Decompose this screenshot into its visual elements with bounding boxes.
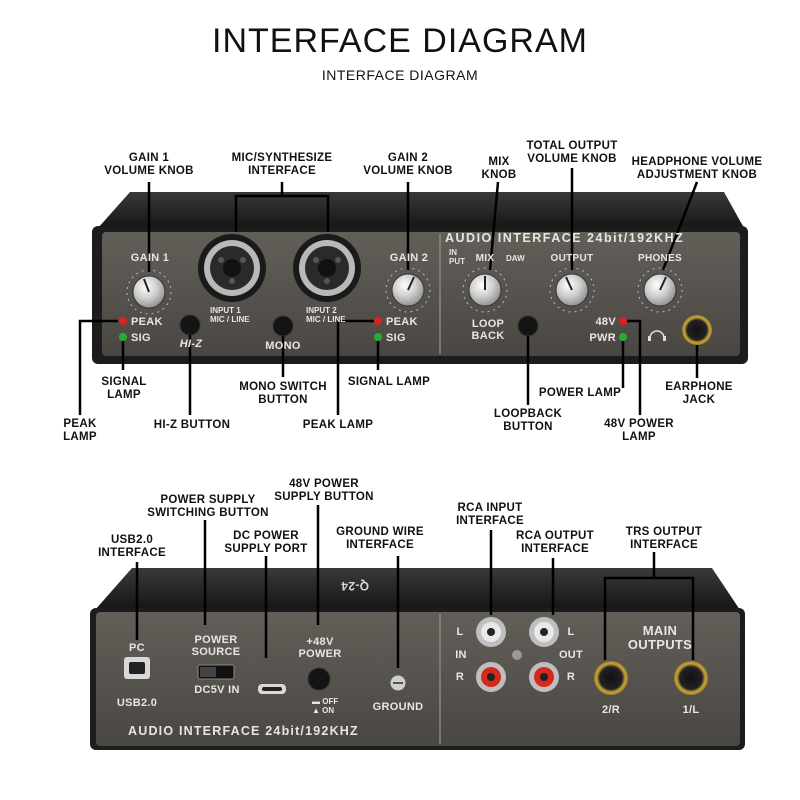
rca-in-label: IN [455, 649, 467, 661]
callout-signal-lamp-2: SIGNAL LAMP [347, 376, 431, 388]
callout-peak-lamp-1: PEAK LAMP [63, 418, 97, 443]
sig-label-1: SIG [131, 332, 151, 344]
page-subtitle: INTERFACE DIAGRAM [321, 67, 479, 83]
callout-mono-switch: MONO SWITCH BUTTON [239, 381, 327, 406]
callout-rca-output: RCA OUTPUT INTERFACE [516, 530, 594, 555]
rca-out-r[interactable] [529, 662, 559, 692]
rca-r-in-label: R [455, 671, 465, 683]
gain1-label: GAIN 1 [130, 252, 170, 264]
callout-gain2-knob: GAIN 2 VOLUME KNOB [363, 152, 453, 177]
back-leader-lines [135, 505, 695, 668]
on-text: ON [322, 706, 335, 715]
callout-hiz-button: HI-Z BUTTON [153, 419, 231, 431]
input1-combo-jack[interactable] [198, 234, 266, 302]
loopback-button[interactable] [517, 315, 539, 337]
power-source-label: POWER SOURCE [191, 634, 241, 658]
callout-usb-interface: USB2.0 INTERFACE [98, 534, 166, 559]
callout-rca-input: RCA INPUT INTERFACE [456, 502, 524, 527]
rca-in-r[interactable] [476, 662, 506, 692]
callout-48v-lamp: 48V POWER LAMP [604, 418, 674, 443]
rca-out-l[interactable] [529, 617, 559, 647]
sig-label-2: SIG [386, 332, 406, 344]
callout-ground-wire: GROUND WIRE INTERFACE [336, 526, 424, 551]
phones-knob[interactable] [637, 267, 683, 313]
v48-label: 48V [595, 316, 616, 328]
callout-loopback-button: LOOPBACK BUTTON [493, 408, 563, 433]
rca-l-in-label: L [456, 626, 464, 638]
pwr-label: PWR [589, 332, 616, 344]
sig-led-2 [374, 333, 382, 341]
pwr-led [619, 333, 627, 341]
input2-label: INPUT 2 MIC / LINE [306, 306, 346, 324]
callout-headphone-volume: HEADPHONE VOLUME ADJUSTMENT KNOB [631, 156, 763, 181]
callout-dc-port: DC POWER SUPPLY PORT [224, 530, 308, 555]
rca-center-screw [512, 650, 522, 660]
input1-label: INPUT 1 MIC / LINE [210, 306, 250, 324]
hiz-label: HI-Z [179, 338, 203, 350]
front-chassis-top [98, 192, 744, 228]
callout-power-switch: POWER SUPPLY SWITCHING BUTTON [147, 494, 269, 519]
hiz-button[interactable] [179, 314, 201, 336]
callout-power-lamp: POWER LAMP [538, 387, 622, 399]
gain2-label: GAIN 2 [389, 252, 429, 264]
peak-led-2 [374, 317, 382, 325]
back-band-label: AUDIO INTERFACE 24bit/192KHZ [128, 724, 359, 738]
mix-right-label: DAW [506, 254, 525, 263]
front-leader-lines [78, 168, 699, 415]
front-unit [92, 192, 748, 364]
callout-gain1-knob: GAIN 1 VOLUME KNOB [104, 152, 194, 177]
front-band-label-wrap: AUDIO INTERFACE 24bit/192KHZ [445, 232, 735, 248]
off-text: OFF [322, 697, 339, 706]
main-outputs-label: MAIN OUTPUTS [627, 623, 693, 652]
trs-out-2r[interactable] [594, 661, 628, 695]
mix-knob[interactable] [462, 267, 508, 313]
loopback-label: LOOP BACK [471, 318, 505, 342]
back-panel [96, 612, 740, 746]
mix-label: MIX [475, 253, 495, 264]
mix-left-label: IN PUT [449, 248, 465, 266]
out-2r-label: 2/R [601, 704, 621, 716]
callout-48v-button: 48V POWER SUPPLY BUTTON [274, 478, 374, 503]
rca-out-label: OUT [558, 649, 584, 661]
callout-trs-output: TRS OUTPUT INTERFACE [625, 526, 703, 551]
mono-label: MONO [265, 340, 301, 352]
rca-r-out-label: R [566, 671, 576, 683]
phones-label: PHONES [637, 253, 683, 264]
output-label: OUTPUT [550, 253, 594, 264]
back-unit [90, 568, 745, 750]
rca-in-l[interactable] [476, 617, 506, 647]
back-top-logo: Q-24 [341, 579, 369, 593]
callout-signal-lamp-1: SIGNAL LAMP [101, 376, 147, 401]
off-label: ▬ OFF [312, 697, 339, 706]
callout-earphone-jack: EARPHONE JACK [665, 381, 733, 406]
callout-total-output: TOTAL OUTPUT VOLUME KNOB [526, 140, 618, 165]
peak-led-1 [119, 317, 127, 325]
callout-peak-lamp-2: PEAK LAMP [302, 419, 374, 431]
v48-power-label: +48V POWER [298, 636, 342, 660]
page-title: INTERFACE DIAGRAM [212, 22, 588, 60]
v48-led [619, 317, 627, 325]
earphone-jack[interactable] [682, 315, 712, 345]
headphone-icon [649, 330, 665, 339]
peak-label-2: PEAK [386, 316, 418, 328]
back-chassis-top [95, 568, 740, 610]
callout-mic-interface: MIC/SYNTHESIZE INTERFACE [231, 152, 333, 177]
mono-button[interactable] [272, 315, 294, 337]
trs-out-1l[interactable] [674, 661, 708, 695]
out-1l-label: 1/L [682, 704, 700, 716]
ground-label: GROUND [372, 701, 424, 713]
usb-label: USB2.0 [116, 697, 158, 709]
front-band-label: AUDIO INTERFACE 24bit/192KHZ [445, 232, 685, 245]
on-label: ▲ ON [312, 706, 335, 715]
input2-combo-jack[interactable] [293, 234, 361, 302]
v48-power-button[interactable] [307, 667, 331, 691]
dc-label: DC5V IN [194, 684, 240, 696]
rca-l-out-label: L [567, 626, 575, 638]
peak-label-1: PEAK [131, 316, 163, 328]
sig-led-1 [119, 333, 127, 341]
callout-mix-knob: MIX KNOB [481, 156, 517, 181]
pc-label: PC [129, 642, 145, 654]
